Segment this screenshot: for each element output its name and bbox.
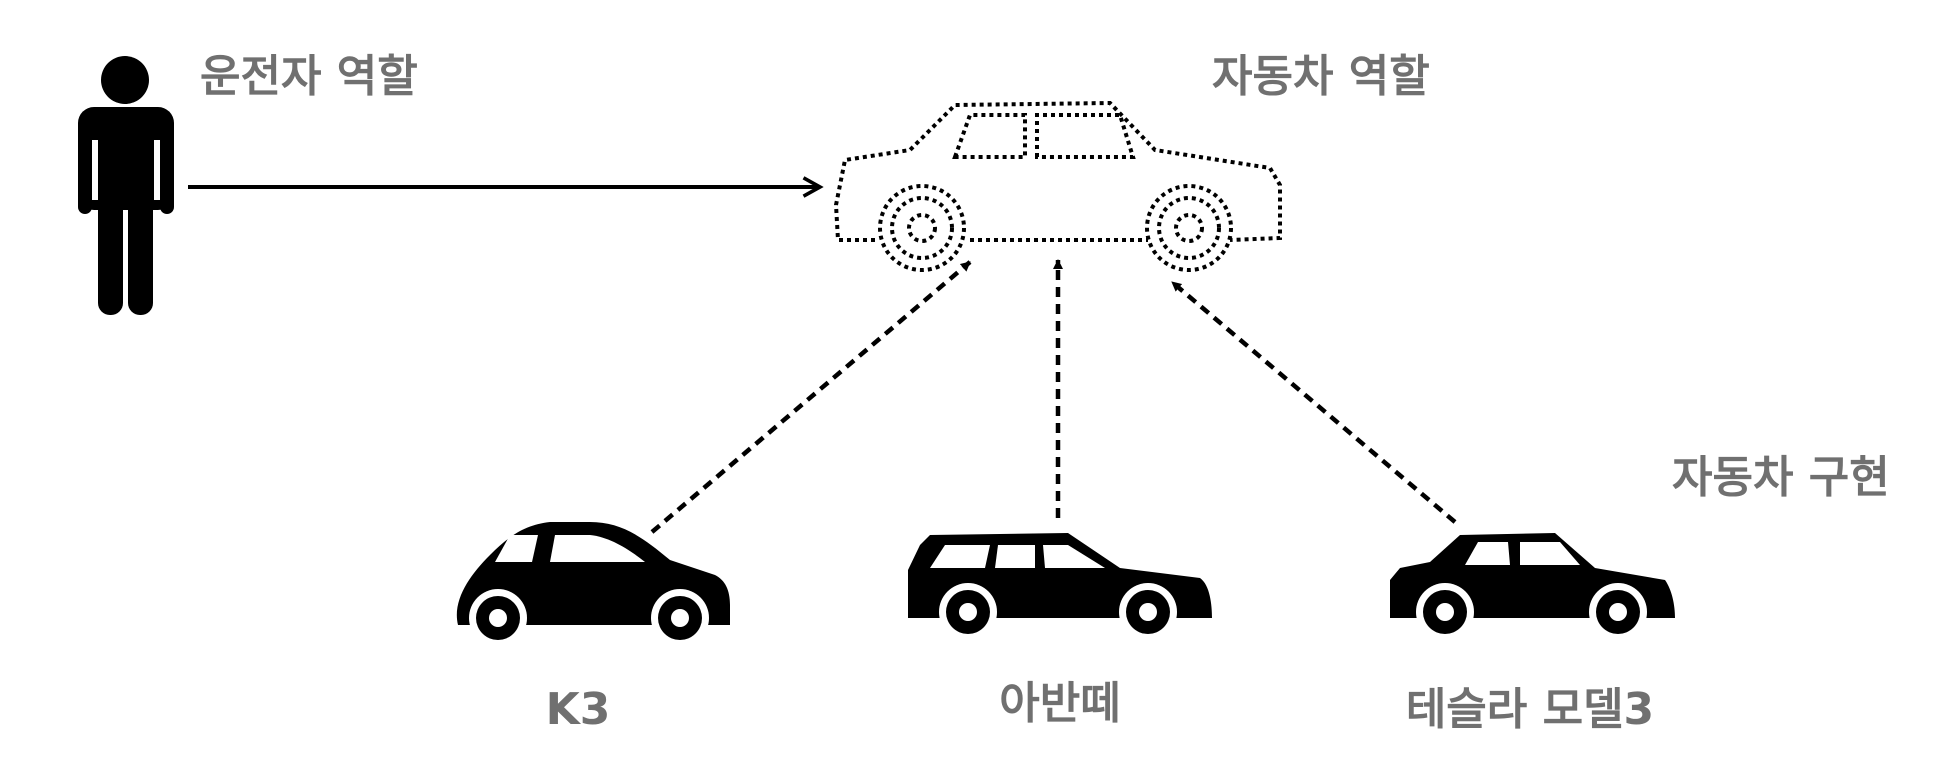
car-name-avante: 아반떼 [999, 678, 1121, 729]
car-icon [456, 522, 730, 647]
car-name-k3: K3 [545, 684, 611, 735]
car-name-tesla: 테슬라 모델3 [1405, 684, 1655, 735]
person-icon [78, 56, 174, 315]
car-role-label: 자동차 역할 [1212, 51, 1430, 102]
car-icon [1390, 533, 1675, 641]
driver-role-label: 운전자 역할 [200, 51, 418, 102]
car-icon [908, 533, 1212, 641]
dotted-car-outline-icon [833, 100, 1282, 272]
implements-arrow-tesla [1170, 280, 1457, 524]
car-impl-label: 자동차 구현 [1672, 452, 1890, 503]
implements-arrow-k3 [650, 260, 972, 534]
